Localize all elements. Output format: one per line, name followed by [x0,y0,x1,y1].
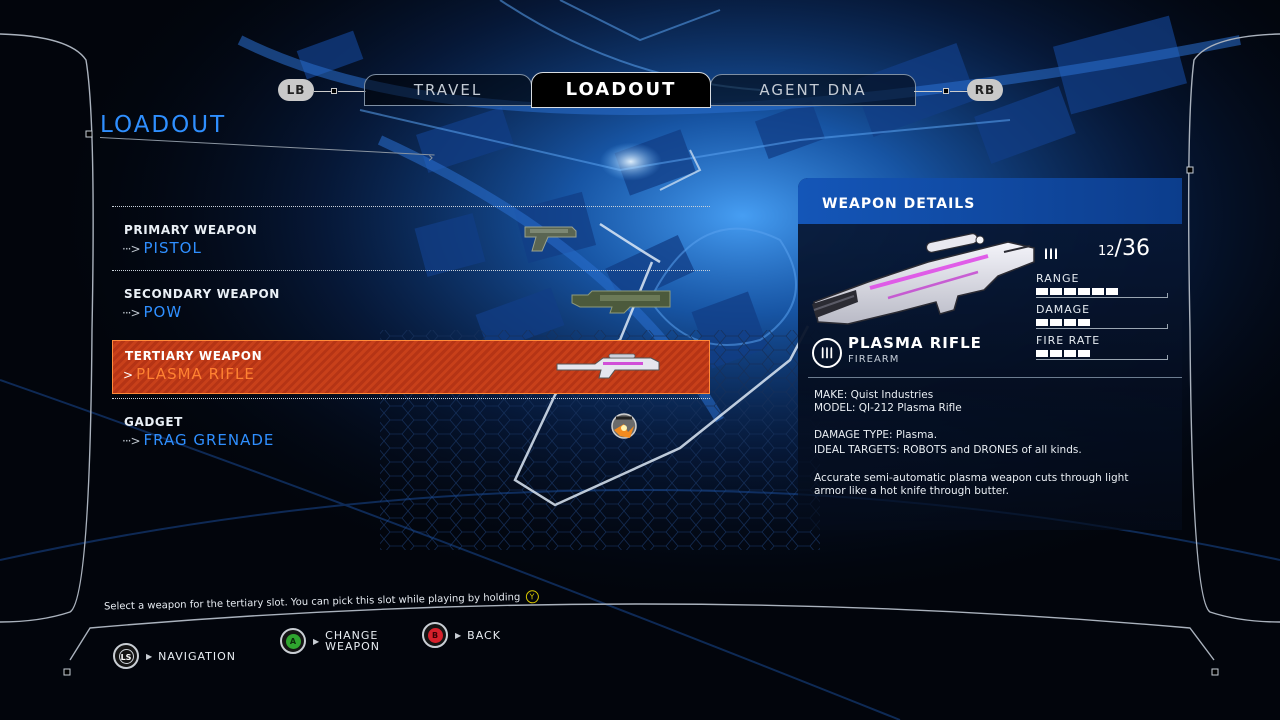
slot-label: PRIMARY WEAPON [124,223,258,237]
stat-segment [1106,288,1118,295]
slot-secondary-weapon[interactable]: SECONDARY WEAPON ···>POW [112,270,710,334]
top-tab-bar: LB TRAVEL AGENT DNA LOADOUT RB [278,72,1008,112]
weapon-type: FIREARM [848,354,900,365]
slot-label: SECONDARY WEAPON [124,287,280,301]
slot-weapon-name: PISTOL [143,239,202,257]
details-divider [808,377,1182,378]
ammo-count: 12/36 [1098,236,1150,261]
weapon-details-header: WEAPON DETAILS [798,178,1182,224]
stat-end-tick [1167,355,1168,360]
loadout-slot-list: PRIMARY WEAPON ···>PISTOL SECONDARY WEAP… [112,206,710,462]
plasma-rifle-image [812,233,1035,325]
slot-value: ···>PISTOL [122,239,202,257]
stat-bar [1036,319,1168,329]
ammo-max: 36 [1121,236,1150,261]
stat-segment [1036,350,1048,357]
stat-segment [1050,350,1062,357]
weapon-damage-type: DAMAGE TYPE: Plasma. [814,429,938,441]
control-label: NAVIGATION [158,649,237,663]
stat-label: RANGE [1036,272,1080,285]
stat-bar [1036,288,1168,298]
stat-segment [1036,319,1048,326]
rb-bumper-button[interactable]: RB [967,79,1003,101]
rb-connector-node [943,88,949,94]
page-title: LOADOUT [100,112,227,138]
slot-label: GADGET [124,415,183,429]
triangle-right-icon: ▶ [146,651,153,661]
triangle-right-icon: ▶ [455,630,462,640]
title-arrow-icon: › [428,150,434,166]
slot-tertiary-weapon[interactable]: TERTIARY WEAPON >PLASMA RIFLE [112,340,710,394]
slot-weapon-name: PLASMA RIFLE [136,365,255,383]
left-stick-icon: LS [113,643,139,669]
dotted-arrow-icon: ···> [122,242,140,256]
stat-bar [1036,350,1168,360]
slot-value: ···>POW [122,303,182,321]
slot-weapon-name: POW [143,303,183,321]
frag-grenade-icon [611,413,637,439]
triangle-right-icon: ▶ [313,636,320,646]
stat-segment [1064,319,1076,326]
pistol-icon [524,226,577,252]
stat-end-tick [1167,324,1168,329]
weapon-details-title: WEAPON DETAILS [822,196,976,212]
slot-weapon-name: FRAG GRENADE [143,431,275,449]
slot-gadget[interactable]: GADGET ···>FRAG GRENADE [112,398,710,462]
control-back[interactable]: B ▶ BACK [422,622,501,648]
weapon-name: PLASMA RIFLE [848,334,982,352]
slot-value: >PLASMA RIFLE [123,365,255,383]
control-navigation[interactable]: LS ▶ NAVIGATION [113,643,236,669]
ammo-bullets-icon [1045,248,1057,259]
stat-fire-rate: FIRE RATE [1036,334,1168,360]
b-button-icon: B [422,622,448,648]
rb-connector [950,91,968,92]
a-button-icon: A [280,628,306,654]
slot-value: ···>FRAG GRENADE [122,431,274,449]
stat-range: RANGE [1036,272,1168,298]
control-label: BACK [467,628,501,642]
weapon-description: Accurate semi-automatic plasma weapon cu… [814,472,1129,497]
stat-segment [1064,288,1076,295]
stat-baseline [1036,359,1168,360]
stat-segment [1078,288,1090,295]
stat-damage: DAMAGE [1036,303,1168,329]
stat-segment [1078,319,1090,326]
weapon-ideal-targets: IDEAL TARGETS: ROBOTS and DRONES of all … [814,444,1082,456]
ammo-separator: / [1114,236,1122,261]
stat-segment [1036,288,1048,295]
slot-primary-weapon[interactable]: PRIMARY WEAPON ···>PISTOL [112,206,710,270]
lb-connector-tail [338,91,366,92]
ammo-current: 12 [1098,244,1115,259]
weapon-make: MAKE: Quist Industries [814,389,934,401]
stat-end-tick [1167,293,1168,298]
rb-connector-tail [914,91,942,92]
chevron-right-icon: > [123,368,133,382]
stat-segment [1050,319,1062,326]
stat-segment [1050,288,1062,295]
weapon-details-panel: WEAPON DETAILS 12/36 RANGE DAMAGE FIRE R… [798,178,1182,530]
stat-baseline [1036,297,1168,298]
firearm-ammo-icon [812,338,842,368]
slot-label: TERTIARY WEAPON [125,349,263,363]
tab-travel[interactable]: TRAVEL [364,74,532,106]
dotted-arrow-icon: ···> [122,434,140,448]
stat-baseline [1036,328,1168,329]
tab-loadout[interactable]: LOADOUT [531,72,711,108]
stat-label: FIRE RATE [1036,334,1101,347]
stat-segment [1078,350,1090,357]
lb-connector [314,91,332,92]
lb-bumper-button[interactable]: LB [278,79,314,101]
stat-label: DAMAGE [1036,303,1091,316]
dotted-arrow-icon: ···> [122,306,140,320]
stat-segment [1092,288,1104,295]
plasma-rifle-icon [556,353,660,379]
tab-agent-dna[interactable]: AGENT DNA [710,74,916,106]
pow-icon [571,290,671,314]
stat-segment [1064,350,1076,357]
y-button-icon: Y [525,590,539,604]
lb-connector-node [331,88,337,94]
weapon-model: MODEL: QI-212 Plasma Rifle [814,402,962,414]
